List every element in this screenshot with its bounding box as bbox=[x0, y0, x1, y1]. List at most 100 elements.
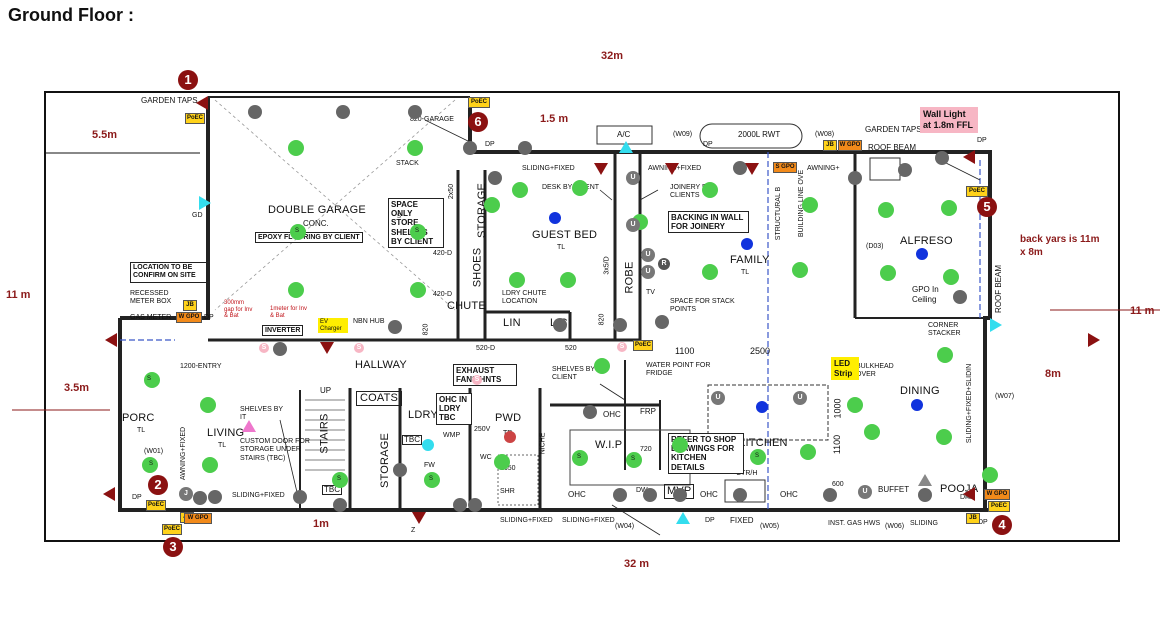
label-nbn-hub: NBN HUB bbox=[353, 318, 385, 325]
room-family: FAMILY bbox=[730, 254, 770, 266]
light-green-36 bbox=[937, 347, 953, 363]
dim-1000: 1000 bbox=[832, 398, 843, 419]
light-green-24 bbox=[202, 457, 218, 473]
fixture-gray-26 bbox=[643, 488, 657, 502]
fixture-gray-15 bbox=[468, 498, 482, 512]
label-dw: DW bbox=[636, 487, 648, 494]
label-sliding-fixed-3: SLIDING+FIXED bbox=[562, 517, 615, 524]
room-family-tl: TL bbox=[741, 269, 750, 276]
room-storage: STORAGE bbox=[379, 433, 391, 488]
label-ac: A/C bbox=[617, 130, 631, 139]
label-w04: (W04) bbox=[615, 523, 635, 530]
plan-frame bbox=[44, 91, 1120, 542]
dim-garage-offset: 1.5 m bbox=[540, 113, 569, 125]
label-dp-6: DP bbox=[705, 517, 715, 524]
ac-indicator bbox=[619, 141, 633, 153]
label-w06: (W06) bbox=[885, 523, 905, 530]
marker-6: 6 bbox=[468, 112, 488, 132]
room-pooja: POOJA bbox=[940, 483, 979, 495]
fixture-gray-27 bbox=[953, 290, 967, 304]
dim-420a: 420-D bbox=[433, 250, 453, 257]
switch-pink-3: S bbox=[617, 342, 627, 352]
living-indicator bbox=[242, 420, 256, 432]
light-green-32 bbox=[864, 424, 880, 440]
badge-wgpo-4: W GPO bbox=[184, 513, 212, 524]
switch-pink-0: S bbox=[259, 343, 269, 353]
dim-720: 720 bbox=[640, 446, 652, 453]
switch-symbol-5: S bbox=[337, 476, 342, 482]
dim-600: 600 bbox=[832, 481, 844, 488]
room-stairs: STAIRS bbox=[318, 413, 331, 454]
arrow-down-3 bbox=[320, 342, 334, 354]
room-chute: CHUTE bbox=[447, 300, 486, 312]
dim-2500: 2500 bbox=[750, 346, 771, 356]
room-living: LIVING bbox=[207, 427, 245, 439]
stairs-treads bbox=[305, 399, 345, 471]
ldry-water-point bbox=[422, 439, 434, 451]
light-green-19 bbox=[288, 282, 304, 298]
room-buffet: BUFFET bbox=[878, 485, 910, 494]
light-green-30 bbox=[750, 449, 766, 465]
badge-sgpo: S GPO bbox=[773, 162, 797, 173]
fixture-gray-19 bbox=[823, 488, 837, 502]
highlight-led-strip: LED Strip bbox=[831, 357, 859, 381]
marker-5: 5 bbox=[977, 197, 997, 217]
label-gpo-ceiling: GPO In Ceiling bbox=[912, 285, 939, 305]
room-garage: DOUBLE GARAGE bbox=[268, 204, 366, 216]
label-rwt: 2000L RWT bbox=[738, 130, 781, 139]
dim-1100b: 1100 bbox=[832, 434, 843, 455]
light-green-4 bbox=[484, 197, 500, 213]
fixture-gray-28 bbox=[655, 315, 669, 329]
badge-poec-5: PoEC bbox=[162, 524, 182, 535]
label-joinery: JOINERY BY CLIENTS bbox=[670, 184, 712, 200]
room-lin: LIN bbox=[503, 317, 521, 329]
room-wc: WC bbox=[480, 454, 492, 461]
room-dining: DINING bbox=[900, 385, 940, 397]
fixture-gray-16 bbox=[613, 488, 627, 502]
label-water-point: WATER POINT FOR FRIDGE bbox=[646, 362, 711, 378]
room-hallway: HALLWAY bbox=[355, 359, 407, 371]
switch-symbol-2: S bbox=[149, 461, 154, 467]
label-location-confirm: LOCATION TO BE CONFIRM ON SITE bbox=[130, 262, 209, 283]
label-dp-3: DP bbox=[977, 137, 987, 144]
label-fw: FW bbox=[424, 462, 435, 469]
fixture-gray-7 bbox=[848, 171, 862, 185]
dim-2x50: 2x50 bbox=[448, 183, 456, 200]
marker-3: 3 bbox=[163, 537, 183, 557]
switch-symbol-7: S bbox=[755, 453, 760, 459]
bbq bbox=[869, 157, 901, 181]
room-living-tl: TL bbox=[218, 442, 227, 449]
fixture-gray-24 bbox=[453, 498, 467, 512]
arrow-down-2 bbox=[745, 163, 759, 175]
label-sliding: SLIDING bbox=[910, 520, 939, 527]
light-green-22 bbox=[200, 397, 216, 413]
ohc-3: OHC bbox=[700, 490, 718, 499]
fixture-gray-3 bbox=[488, 171, 502, 185]
fixture-gray-20 bbox=[918, 488, 932, 502]
dim-3x5d: 3x5/D bbox=[603, 256, 611, 275]
fixture-gray-21 bbox=[208, 490, 222, 504]
badge-wgpo-3: W GPO bbox=[984, 489, 1010, 500]
badge-jb-1: JB bbox=[183, 300, 197, 311]
dim-right-height: 11 m bbox=[1130, 305, 1155, 317]
light-green-6 bbox=[560, 272, 576, 288]
switch-pink-2: S bbox=[472, 375, 482, 385]
label-dp-4: DP bbox=[204, 314, 214, 321]
outlet-2: U bbox=[641, 248, 655, 262]
arrow-right-0 bbox=[1088, 333, 1100, 347]
label-wmp: WMP bbox=[443, 432, 461, 439]
label-sliding-fixed-2: SLIDING+FIXED bbox=[500, 517, 553, 524]
room-ctr: CTR/H bbox=[736, 470, 758, 477]
label-roof-beam-side: ROOF BEAM bbox=[994, 264, 1004, 314]
room-ldry: LDRY bbox=[408, 409, 438, 421]
label-sliding-fixed-1: SLIDING+FIXED bbox=[522, 165, 575, 172]
light-blue-1 bbox=[741, 238, 753, 250]
label-roof-beam-top: ROOF BEAM bbox=[868, 143, 917, 152]
label-dp-1: DP bbox=[485, 141, 495, 148]
label-oven: 250V bbox=[474, 426, 491, 433]
label-w05: (W05) bbox=[760, 523, 780, 530]
room-wip: W.I.P bbox=[595, 439, 623, 451]
dim-front-offset: 1m bbox=[313, 518, 329, 530]
fixture-gray-11 bbox=[388, 320, 402, 334]
